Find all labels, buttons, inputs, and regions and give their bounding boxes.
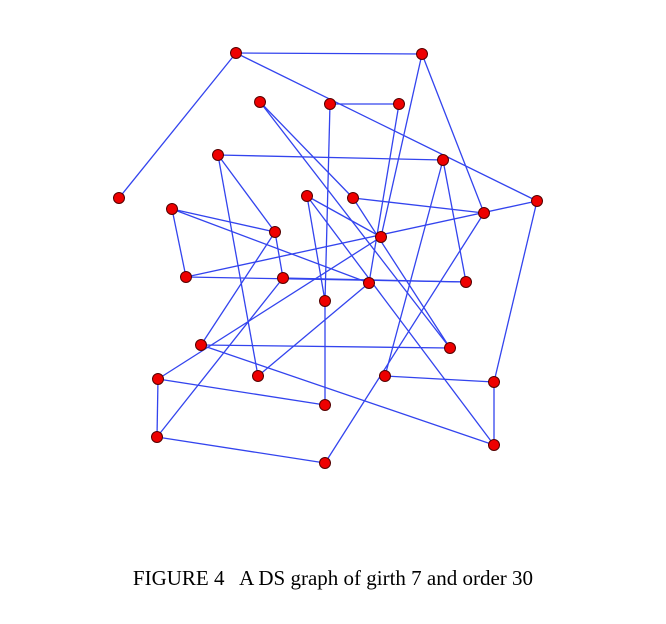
edge-n3-n21: [259, 101, 451, 349]
vertex-n27: [152, 373, 164, 385]
edge-n14-n19: [274, 231, 284, 279]
edge-n2-n10: [421, 53, 485, 214]
vertex-n30: [319, 457, 331, 469]
graph-edges: [118, 52, 538, 464]
edge-n9-n23: [384, 159, 444, 377]
edge-n18-n25: [257, 282, 370, 377]
edge-n22-n27: [157, 378, 326, 406]
vertex-n2: [416, 48, 428, 60]
vertex-n14: [269, 226, 281, 238]
vertex-n3: [254, 96, 266, 108]
vertex-n7: [212, 149, 224, 161]
edge-n6-n18: [368, 103, 400, 284]
vertex-n13: [347, 192, 359, 204]
vertex-n25: [252, 370, 264, 382]
vertex-n29: [488, 439, 500, 451]
vertex-n21: [444, 342, 456, 354]
edge-n1-n8: [235, 52, 538, 202]
vertex-n22: [319, 399, 331, 411]
edge-n11-n14: [171, 208, 276, 233]
vertex-n10: [478, 207, 490, 219]
vertex-n23: [379, 370, 391, 382]
edge-n9-n20: [442, 159, 467, 283]
vertex-n4: [113, 192, 125, 204]
vertex-n28: [151, 431, 163, 443]
graph-diagram: [113, 47, 543, 469]
edge-n1-n2: [235, 52, 423, 55]
edge-n14-n26: [200, 231, 276, 346]
edge-n15-n27: [157, 236, 382, 380]
vertex-n9: [437, 154, 449, 166]
edge-n10-n13: [352, 197, 485, 214]
edge-n7-n9: [217, 154, 444, 161]
vertex-n11: [166, 203, 178, 215]
edge-n26-n29: [200, 344, 495, 446]
edge-n10-n30: [324, 212, 485, 464]
edge-n8-n24: [493, 200, 538, 383]
vertex-n15: [375, 231, 387, 243]
edge-n12-n17: [306, 195, 326, 302]
edge-n3-n13: [259, 101, 354, 199]
graph-nodes: [113, 47, 543, 469]
edge-n19-n28: [156, 277, 284, 438]
edge-n7-n14: [217, 154, 276, 233]
edge-n2-n15: [380, 53, 423, 238]
edge-n27-n28: [156, 378, 159, 438]
vertex-n18: [363, 277, 375, 289]
edge-n21-n26: [200, 344, 451, 349]
edge-n24-n23: [384, 375, 495, 383]
edge-n12-n29: [306, 195, 495, 446]
vertex-n24: [488, 376, 500, 388]
edge-n28-n30: [156, 436, 326, 464]
vertex-n26: [195, 339, 207, 351]
vertex-n8: [531, 195, 543, 207]
vertex-n5: [324, 98, 336, 110]
vertex-n6: [393, 98, 405, 110]
edge-n5-n17: [324, 103, 331, 302]
edge-n13-n21: [352, 197, 451, 349]
figure-caption: FIGURE 4 A DS graph of girth 7 and order…: [132, 566, 534, 590]
vertex-n1: [230, 47, 242, 59]
vertex-n20: [460, 276, 472, 288]
vertex-n16: [180, 271, 192, 283]
vertex-n19: [277, 272, 289, 284]
edge-n11-n18: [171, 208, 370, 284]
edge-n12-n15: [306, 195, 382, 238]
vertex-n12: [301, 190, 313, 202]
edge-n1-n4: [118, 52, 237, 199]
edge-n16-n11: [171, 208, 187, 278]
edge-n19-n20: [282, 277, 467, 283]
vertex-n17: [319, 295, 331, 307]
